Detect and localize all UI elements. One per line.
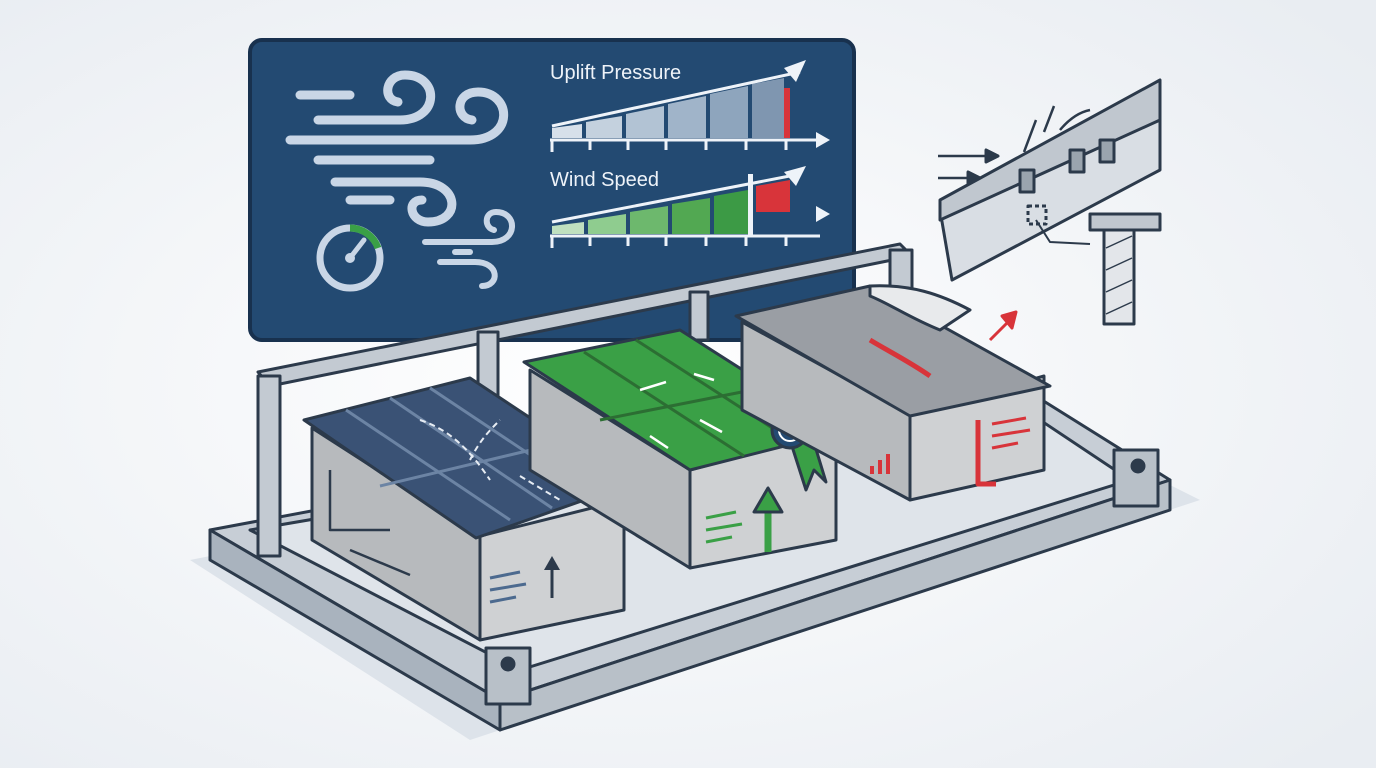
- uplift-pressure-bars: [552, 78, 790, 138]
- detail-flashing: [1088, 212, 1162, 232]
- specimen-gray-roof: [734, 284, 1052, 502]
- uplift-pressure-label: Uplift Pressure: [550, 62, 681, 84]
- failure-alert-icon: [988, 310, 1018, 342]
- specimen3-downforce-arrow: [975, 420, 996, 487]
- uplift-arrow-icon: [544, 556, 560, 598]
- uplift-axis: [550, 138, 820, 152]
- wind-limit-marker: [748, 174, 753, 236]
- specimen3-document-lines: [991, 416, 1031, 450]
- uplift-alert-mark: [784, 88, 790, 138]
- detail-panel-top: [938, 78, 1162, 222]
- wind-trend-arrowhead: [784, 166, 806, 186]
- detail-clips: [1018, 138, 1116, 194]
- document-lines-icon: [489, 570, 527, 604]
- wind-axis-arrowhead: [816, 206, 830, 222]
- specimen1-airflow-arrows: [419, 419, 561, 501]
- detail-wall-hatch: [1105, 235, 1133, 315]
- specimen3-peeled-panel: [868, 284, 972, 332]
- uplift-axis-arrowhead: [816, 132, 830, 148]
- specimen2-document-lines: [705, 510, 743, 544]
- uplift-trend-arrow: [551, 70, 801, 128]
- frame-post-midright: [688, 290, 710, 342]
- wind-small-icon: [422, 208, 515, 289]
- specimen-blue-roof: [302, 376, 632, 642]
- specimen1-flow-arrows: [328, 470, 411, 577]
- wind-gust-icon: [285, 70, 509, 227]
- detail-fastener-box: [1026, 204, 1048, 226]
- fastener-detail-callout: [938, 78, 1162, 326]
- wind-axis: [550, 234, 820, 248]
- detail-leader-line: [1035, 219, 1091, 245]
- specimen2-flow-arrows: [639, 372, 723, 450]
- uplift-trend-arrowhead: [784, 60, 806, 82]
- gauge-icon: [316, 224, 384, 292]
- specimen3-failure-bars: [870, 454, 890, 474]
- frame-post-left: [256, 374, 282, 558]
- detail-wind-arrows: [938, 154, 990, 180]
- corner-block-left: [484, 646, 532, 706]
- wind-speed-bars: [552, 174, 790, 236]
- detail-uplift-arrows: [1022, 105, 1091, 153]
- specimen2-uplift-arrow-icon: [752, 486, 784, 552]
- specimen3-crack: [868, 337, 932, 379]
- wind-speed-label: Wind Speed: [550, 169, 659, 191]
- wind-trend-arrow: [551, 172, 801, 224]
- corner-block-right: [1112, 448, 1160, 508]
- info-panel: Uplift Pressure Wind Speed: [248, 38, 856, 342]
- wind-alert-zone: [756, 180, 790, 212]
- base-right-face: [498, 478, 1172, 732]
